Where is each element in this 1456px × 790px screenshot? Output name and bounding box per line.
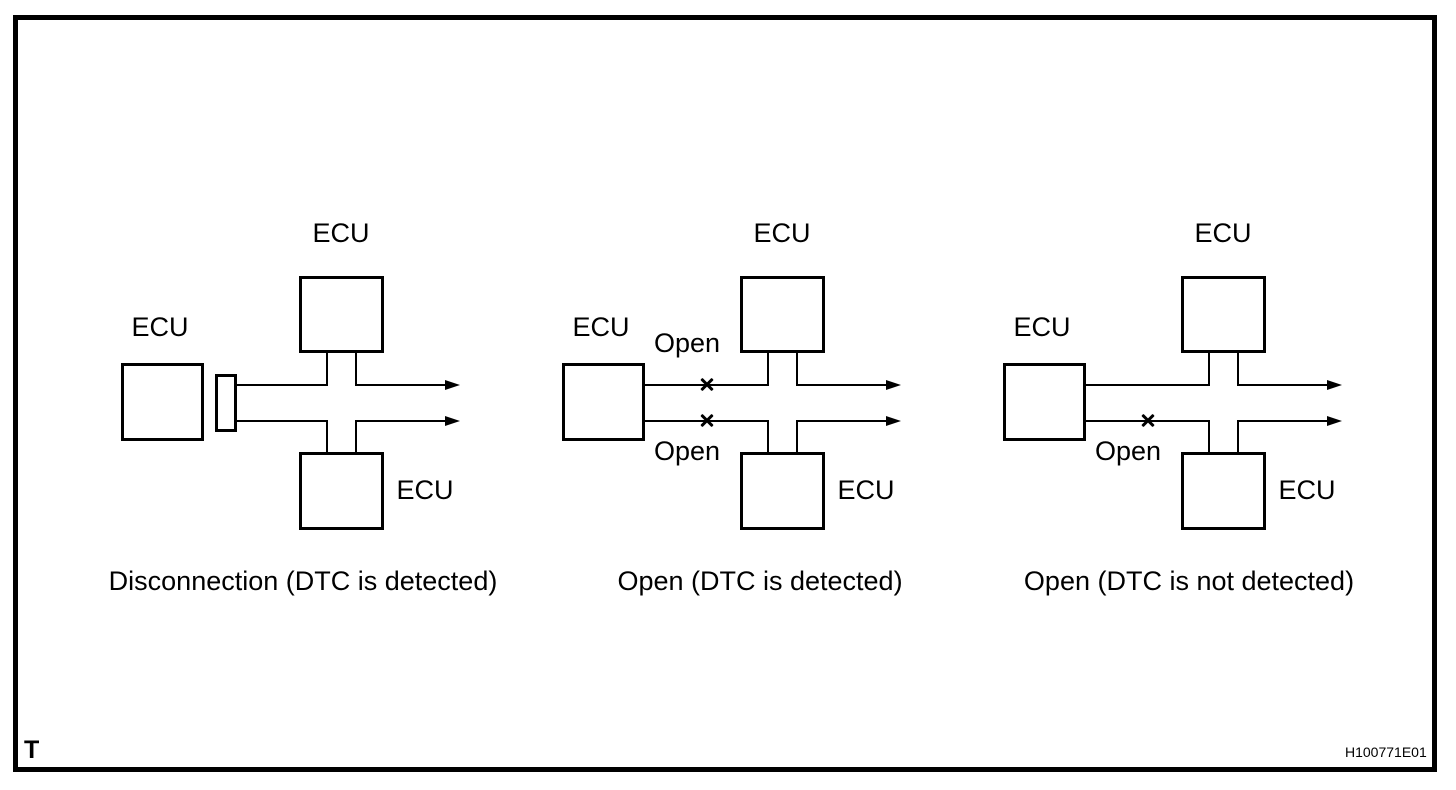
ecu-label-left: ECU xyxy=(131,312,189,342)
ecu-label-left: ECU xyxy=(572,312,630,342)
upper-wire-right-segment xyxy=(1237,384,1327,386)
ecu-label-top: ECU xyxy=(312,218,370,248)
ecu-label-left: ECU xyxy=(1013,312,1071,342)
figure-frame xyxy=(13,15,1437,772)
diagram-open-not-detected: ECU ECU ECU Open Open (DTC is not detect… xyxy=(982,0,1423,620)
upper-wire-right-segment xyxy=(796,384,886,386)
top-branch-right-line xyxy=(1237,351,1239,386)
disconnected-connector xyxy=(215,374,237,432)
ecu-box-left xyxy=(1003,363,1086,441)
lower-wire-left-segment xyxy=(237,420,328,422)
ecu-label-bottom: ECU xyxy=(1278,475,1336,505)
lower-wire-right-segment xyxy=(1237,420,1327,422)
figure-code: H100771E01 xyxy=(1345,744,1427,760)
open-label-upper: Open xyxy=(653,328,721,358)
ecu-box-top xyxy=(740,276,825,353)
ecu-box-bottom xyxy=(740,452,825,530)
ecu-box-top xyxy=(1181,276,1266,353)
ecu-box-bottom xyxy=(1181,452,1266,530)
bottom-branch-left-line xyxy=(326,420,328,454)
diagram-caption: Disconnection (DTC is detected) xyxy=(108,566,498,596)
diagram-disconnection: ECU ECU ECU Disconnection (DTC is detect… xyxy=(100,0,541,620)
lower-wire-arrowhead-icon xyxy=(445,416,460,426)
bottom-branch-right-line xyxy=(355,420,357,454)
upper-wire-left-segment xyxy=(1086,384,1210,386)
open-label-lower: Open xyxy=(653,436,721,466)
ecu-label-top: ECU xyxy=(753,218,811,248)
upper-wire-arrowhead-icon xyxy=(886,380,901,390)
bottom-branch-left-line xyxy=(1208,420,1210,454)
ecu-label-bottom: ECU xyxy=(837,475,895,505)
top-branch-left-line xyxy=(767,351,769,386)
open-label-lower: Open xyxy=(1094,436,1162,466)
lower-wire-right-segment xyxy=(355,420,445,422)
ecu-box-left xyxy=(121,363,204,441)
ecu-label-top: ECU xyxy=(1194,218,1252,248)
bottom-branch-right-line xyxy=(1237,420,1239,454)
bottom-branch-right-line xyxy=(796,420,798,454)
upper-wire-arrowhead-icon xyxy=(1327,380,1342,390)
open-break-x-icon-upper xyxy=(699,377,715,393)
ecu-box-left xyxy=(562,363,645,441)
bottom-branch-left-line xyxy=(767,420,769,454)
open-break-x-icon-lower xyxy=(1140,413,1156,429)
upper-wire-arrowhead-icon xyxy=(445,380,460,390)
diagram-open-detected: ECU ECU ECU Open Open Open (DTC is detec… xyxy=(541,0,982,620)
lower-wire-arrowhead-icon xyxy=(886,416,901,426)
open-break-x-icon-lower xyxy=(699,413,715,429)
diagram-caption: Open (DTC is detected) xyxy=(617,566,903,596)
upper-wire-right-segment xyxy=(355,384,445,386)
upper-wire-left-segment xyxy=(237,384,328,386)
top-branch-right-line xyxy=(355,351,357,386)
ecu-label-bottom: ECU xyxy=(396,475,454,505)
ecu-box-top xyxy=(299,276,384,353)
diagram-caption: Open (DTC is not detected) xyxy=(1023,566,1355,596)
lower-wire-arrowhead-icon xyxy=(1327,416,1342,426)
corner-letter: T xyxy=(24,736,40,764)
top-branch-left-line xyxy=(326,351,328,386)
ecu-box-bottom xyxy=(299,452,384,530)
top-branch-left-line xyxy=(1208,351,1210,386)
lower-wire-right-segment xyxy=(796,420,886,422)
top-branch-right-line xyxy=(796,351,798,386)
